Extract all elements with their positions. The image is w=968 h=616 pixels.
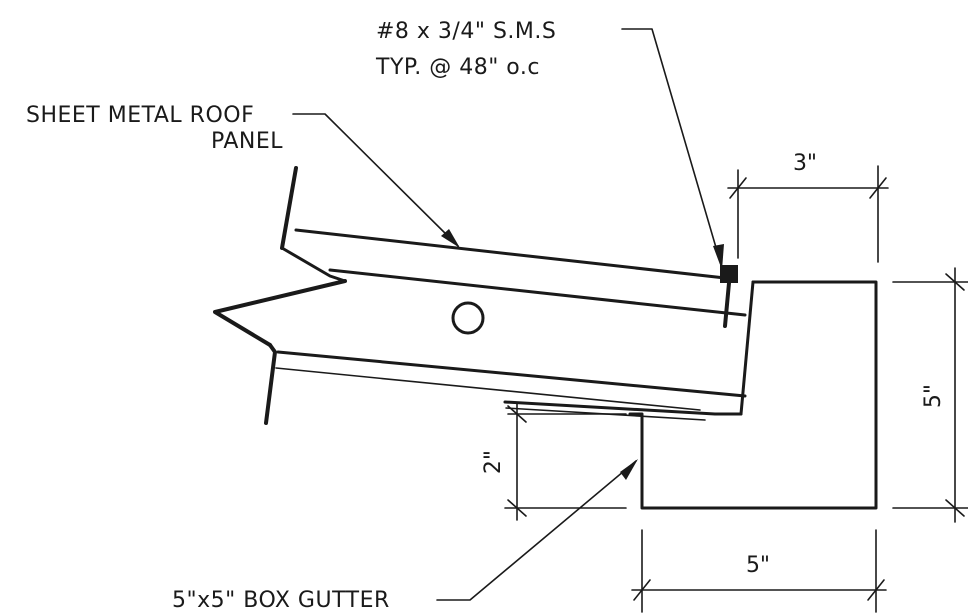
box-gutter [628,280,878,510]
roof-panel-inner-line [328,268,747,317]
screw-head [720,265,738,283]
screw-shank [723,281,731,328]
panel-zigzag-edge [213,279,347,347]
dim-top-width-text: 3" [793,151,817,176]
dimension-left-height: 2" [481,403,627,521]
dim-left-tick-bottom [507,499,527,517]
dim-bottom-width-text: 5" [746,553,770,578]
dim-right-tick-bottom [945,499,965,517]
panel-upper-jog [280,246,347,283]
dim-bottom-tick-left [633,579,651,601]
dimension-top-width: 3" [727,151,889,263]
fascia-lower-stub [264,343,277,425]
roof-panel-bottom-edge [275,367,701,411]
screw-leader-arrowhead [713,244,724,270]
fascia-upper-stub [280,166,298,250]
gutter-leader-arrowhead [620,459,638,480]
drip-edge-right [739,280,755,416]
gutter-profile [628,280,878,510]
panel-leader-arrowhead [441,229,460,248]
purlin-hole [451,301,485,335]
panel-label-line1: SHEET METAL ROOF [26,103,254,128]
dim-left-tick-top [507,405,527,423]
panel-callout: SHEET METAL ROOF PANEL [26,103,460,248]
screw-label-line1: #8 x 3/4" S.M.S [376,19,556,44]
dim-right-height-text: 5" [921,384,946,408]
dimension-bottom-width: 5" [631,529,887,613]
gutter-label: 5"x5" BOX GUTTER [172,588,390,613]
screw-label-line2: TYP. @ 48" o.c [375,55,540,80]
screw-callout: #8 x 3/4" S.M.S TYP. @ 48" o.c [375,19,724,270]
roof-panel-assembly [213,166,755,425]
dim-left-height-text: 2" [481,450,506,474]
dim-right-tick-top [945,273,965,291]
roof-panel-top-sheet [294,228,727,280]
gutter-leader-line [436,460,637,601]
roof-panel-bottom-sheet [276,350,747,398]
flashing-underside [503,400,743,416]
dim-top-tick-left [729,177,747,199]
sheet-metal-screw [720,265,738,328]
dim-top-tick-right [869,177,887,199]
dimension-right-height: 5" [892,267,968,523]
gutter-callout: 5"x5" BOX GUTTER [172,459,638,613]
screw-leader-line [621,28,723,269]
panel-label-line2: PANEL [211,129,283,154]
panel-leader-line [292,113,459,247]
dim-bottom-tick-right [867,579,885,601]
